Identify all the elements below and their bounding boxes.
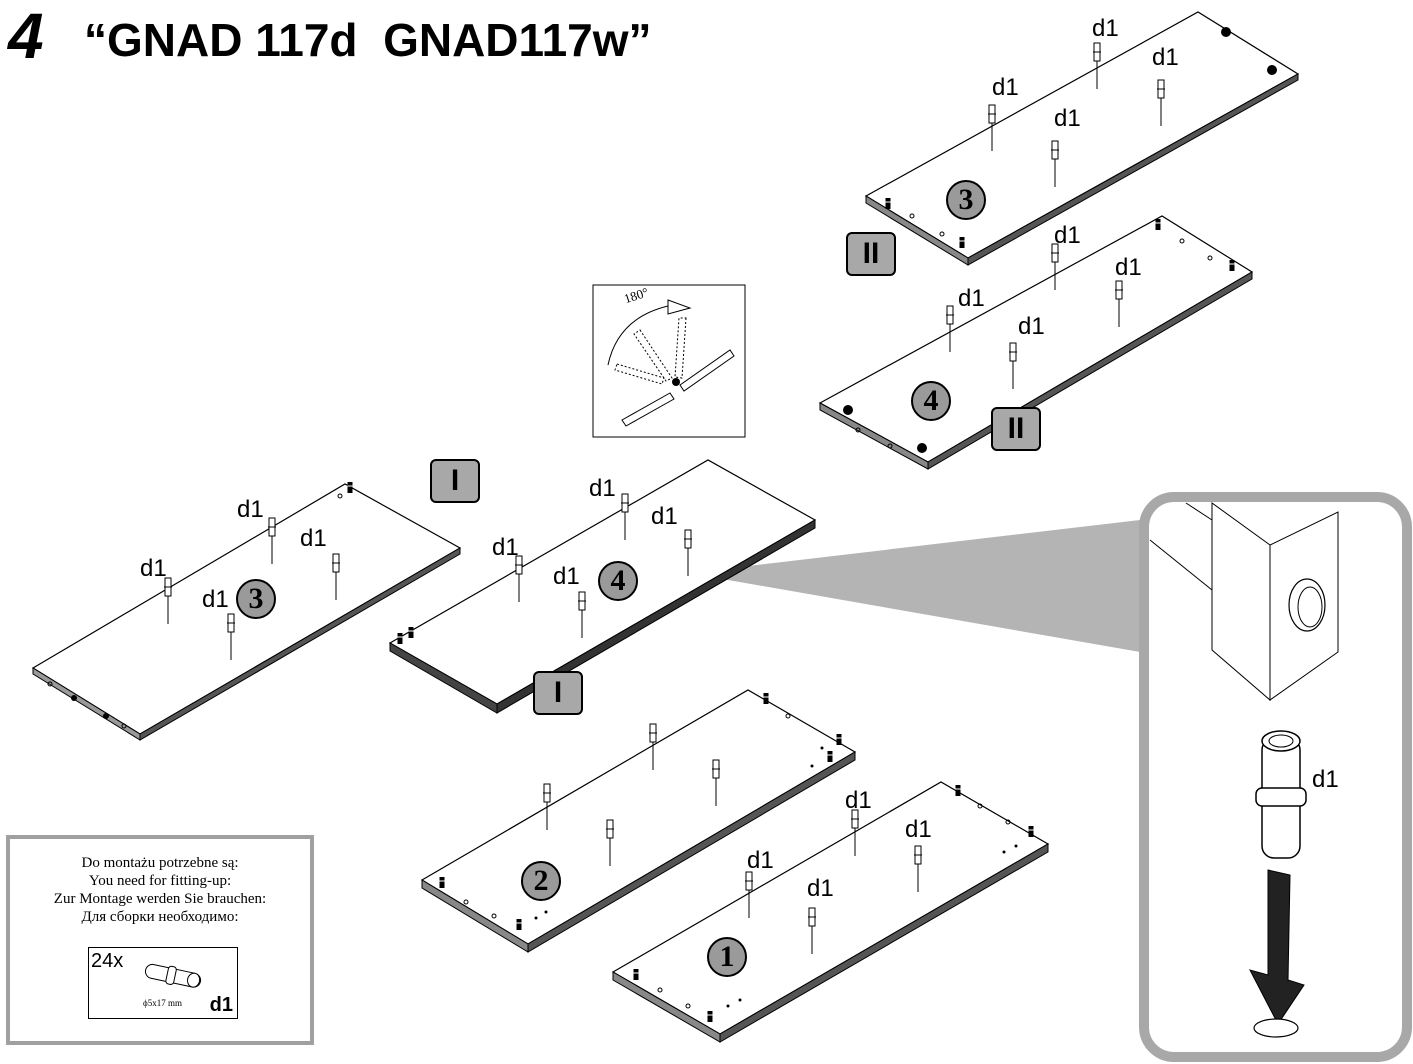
dowel-label: d1 xyxy=(992,74,1019,101)
orientation-marker-i-top: I xyxy=(430,459,480,503)
dowel-label: d1 xyxy=(1115,254,1142,281)
parts-line-english: You need for fitting-up: xyxy=(88,873,232,889)
panel-number-3-left: 3 xyxy=(236,579,276,619)
dowel-label: d1 xyxy=(1054,222,1081,249)
parts-list-box: Do montażu potrzebne są: You need for fi… xyxy=(6,835,314,1045)
dowel-label: d1 xyxy=(1092,15,1119,42)
parts-line-german: Zur Montage werden Sie brauchen: xyxy=(53,891,267,907)
panel-number-1: 1 xyxy=(707,937,747,977)
panel-number-3-right: 3 xyxy=(946,180,986,220)
dowel-label: d1 xyxy=(905,816,932,843)
parts-line-russian: Для сборки необходимо: xyxy=(81,909,239,925)
parts-line-polish: Do montażu potrzebne są: xyxy=(81,855,239,871)
dowel-label: d1 xyxy=(845,787,872,814)
dowel-label: d1 xyxy=(492,534,519,561)
dowel-label: d1 xyxy=(300,525,327,552)
step-number: 4 xyxy=(8,0,44,72)
panel-3-right-board xyxy=(864,11,1300,266)
dowel-label: d1 xyxy=(807,875,834,902)
parts-code: d1 xyxy=(209,994,233,1016)
orientation-marker-i-bottom: I xyxy=(533,671,583,715)
zoom-callout-wedge xyxy=(688,520,1140,652)
dowel-label: d1 xyxy=(237,496,264,523)
insert-arrow-icon xyxy=(1249,869,1305,1038)
dowel-label: d1 xyxy=(1018,313,1045,340)
dowel-detail-label: d1 xyxy=(1312,766,1339,793)
dowel-label: d1 xyxy=(589,475,616,502)
panel-number-2: 2 xyxy=(521,861,561,901)
rotate-180-inset xyxy=(592,284,746,438)
dowel-label: d1 xyxy=(1054,105,1081,132)
parts-item-dowel: 24x ϕ5x17 mm d1 xyxy=(88,947,238,1019)
panel-number-4-mid: 4 xyxy=(598,561,638,601)
dowel-label: d1 xyxy=(140,555,167,582)
dowel-label: d1 xyxy=(958,285,985,312)
dowel-label: d1 xyxy=(1152,44,1179,71)
step-title: “GNAD 117d GNAD117w” xyxy=(84,14,652,66)
orientation-marker-ii-mid: II xyxy=(991,407,1041,451)
parts-quantity: 24x xyxy=(91,950,124,972)
dowel-label: d1 xyxy=(553,563,580,590)
dowel-icon xyxy=(144,963,202,988)
parts-size: ϕ5x17 mm xyxy=(143,998,182,1008)
board-icon xyxy=(1149,502,1339,702)
dowel-icon xyxy=(1255,730,1307,859)
orientation-marker-ii-top: II xyxy=(846,232,896,276)
dowel-label: d1 xyxy=(747,847,774,874)
dowel-detail-callout xyxy=(1139,492,1412,1062)
panel-number-4-right: 4 xyxy=(911,381,951,421)
dowel-label: d1 xyxy=(202,586,229,613)
dowel-label: d1 xyxy=(651,503,678,530)
